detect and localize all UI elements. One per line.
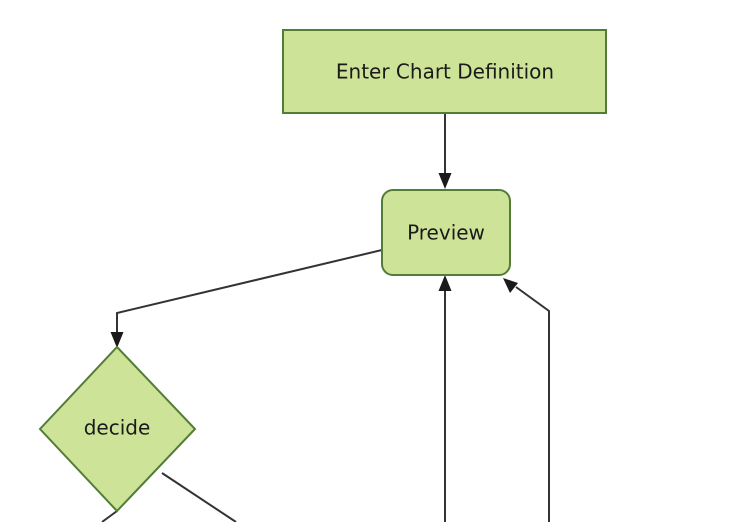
edge-decide-to-bottom-left	[101, 510, 118, 522]
node-label-preview: Preview	[407, 221, 485, 245]
node-enter-chart-definition[interactable]: Enter Chart Definition	[282, 29, 607, 114]
node-decide[interactable]: decide	[38, 345, 197, 513]
node-label-enter-chart-definition: Enter Chart Definition	[336, 60, 554, 84]
edge-line	[116, 249, 383, 334]
edge-bottom-right-to-preview	[503, 278, 550, 522]
arrowhead-icon	[110, 332, 124, 348]
edge-bottom-center-to-preview	[438, 275, 452, 522]
edge-line	[161, 472, 237, 522]
edge-enter-chart-definition-to-preview	[438, 113, 452, 189]
edge-line	[515, 286, 550, 522]
node-label-decide: decide	[84, 416, 151, 440]
arrowhead-icon	[438, 275, 452, 291]
node-shape-diamond[interactable]	[38, 345, 197, 513]
node-shape-rounded-rectangle[interactable]	[381, 189, 511, 276]
edge-preview-to-decide	[110, 249, 383, 348]
node-preview[interactable]: Preview	[381, 189, 511, 276]
arrowhead-icon	[503, 278, 518, 293]
edge-decide-to-bottom-right	[161, 472, 237, 522]
edge-line	[101, 510, 118, 522]
arrowhead-icon	[438, 173, 452, 189]
node-shape-rectangle[interactable]	[282, 29, 607, 114]
